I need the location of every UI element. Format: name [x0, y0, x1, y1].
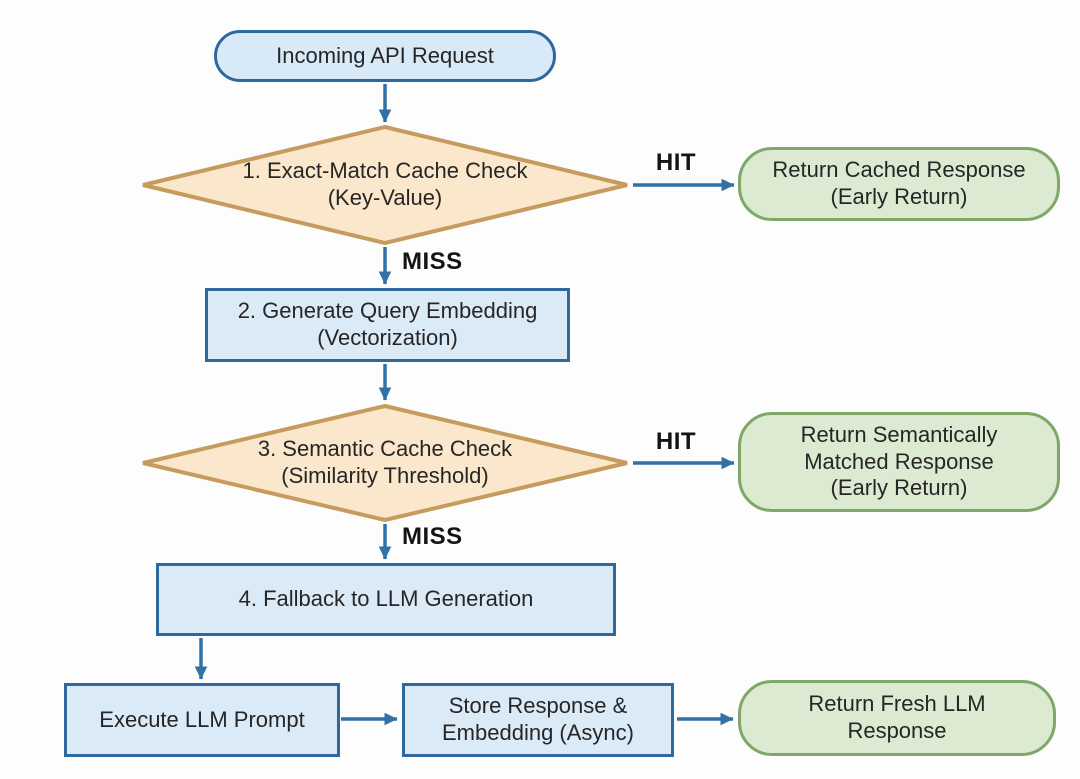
return-semantic-node: Return Semantically Matched Response (Ea…	[738, 412, 1060, 512]
hit-label-2: HIT	[655, 428, 697, 455]
execute-prompt-node: Execute LLM Prompt	[64, 683, 340, 757]
generate-embedding-label: 2. Generate Query Embedding (Vectorizati…	[237, 298, 538, 350]
return-cached-label: Return Cached Response (Early Return)	[772, 157, 1026, 209]
return-fresh-label: Return Fresh LLM Response	[808, 691, 986, 743]
fallback-node: 4. Fallback to LLM Generation	[156, 563, 616, 636]
store-response-label: Store Response & Embedding (Async)	[442, 693, 634, 745]
execute-prompt-label: Execute LLM Prompt	[99, 706, 305, 732]
generate-embedding-node: 2. Generate Query Embedding (Vectorizati…	[205, 288, 570, 362]
diamond-shape	[142, 404, 628, 522]
semantic-check-diamond: 3. Semantic Cache Check (Similarity Thre…	[140, 404, 630, 522]
store-response-node: Store Response & Embedding (Async)	[402, 683, 674, 757]
diamond-shape	[142, 125, 628, 245]
semantic-check-label: 3. Semantic Cache Check (Similarity Thre…	[257, 436, 513, 488]
return-semantic-label: Return Semantically Matched Response (Ea…	[800, 421, 998, 501]
miss-label-2: MISS	[402, 523, 463, 550]
exact-match-check-diamond: 1. Exact-Match Cache Check (Key-Value)	[140, 125, 630, 245]
start-node: Incoming API Request	[214, 30, 556, 82]
miss-label-1: MISS	[402, 248, 463, 275]
start-node-label: Incoming API Request	[276, 42, 494, 68]
diamond-polygon	[142, 125, 628, 245]
fallback-label: 4. Fallback to LLM Generation	[238, 586, 534, 612]
hit-label-1: HIT	[655, 149, 697, 176]
diamond-polygon	[142, 404, 628, 522]
exact-match-check-label: 1. Exact-Match Cache Check (Key-Value)	[242, 158, 528, 210]
return-cached-node: Return Cached Response (Early Return)	[738, 147, 1060, 221]
return-fresh-node: Return Fresh LLM Response	[738, 680, 1056, 756]
